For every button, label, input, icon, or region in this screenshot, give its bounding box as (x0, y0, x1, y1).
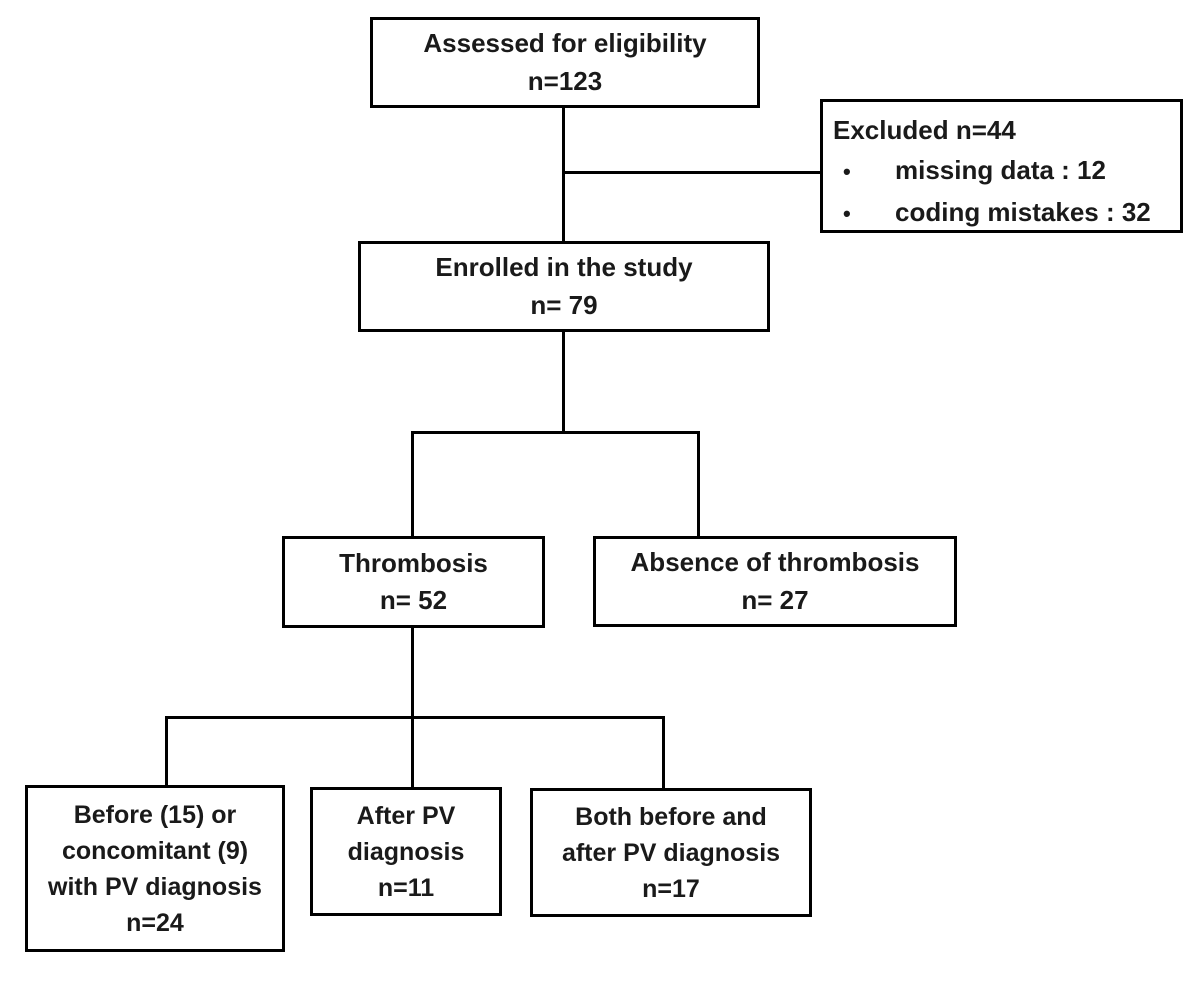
excluded-box: Excluded n=44 • missing data : 12 • codi… (820, 99, 1183, 233)
before-label-line1: Before (15) or (73, 800, 237, 829)
excluded-item-label: missing data : 12 (895, 155, 1106, 185)
connector-assessed-to-enrolled (562, 106, 565, 243)
after-label-line1: After PV (356, 801, 456, 830)
excluded-item-label: coding mistakes : 32 (895, 197, 1151, 227)
both-before-after-box: Both before and after PV diagnosis n=17 (530, 788, 812, 917)
thrombosis-count: n= 52 (379, 585, 448, 615)
excluded-title: Excluded n=44 (833, 115, 1016, 145)
connector-split-to-absence (697, 431, 700, 538)
both-label-line1: Both before and (575, 802, 767, 831)
connector-split-to-before (165, 716, 168, 787)
connector-thrombosis-down (411, 626, 414, 789)
both-label-line2: after PV diagnosis (561, 838, 781, 867)
enrolled-label: Enrolled in the study (435, 252, 693, 283)
assessed-eligibility-box: Assessed for eligibility n=123 (370, 17, 760, 108)
after-pv-diagnosis-box: After PV diagnosis n=11 (310, 787, 502, 916)
connector-branch-to-excluded (563, 171, 821, 174)
after-label-line2: diagnosis (347, 837, 465, 866)
after-count: n=11 (377, 873, 435, 902)
absence-of-thrombosis-box: Absence of thrombosis n= 27 (593, 536, 957, 627)
before-count: n=24 (126, 908, 184, 937)
assessed-label: Assessed for eligibility (423, 28, 707, 59)
bullet-icon: • (843, 201, 851, 226)
connector-split-to-thrombosis (411, 431, 414, 538)
enrolled-count: n= 79 (530, 289, 598, 320)
assessed-count: n=123 (527, 65, 603, 96)
connector-split-bottom-horizontal (165, 716, 665, 719)
bullet-icon: • (843, 159, 851, 184)
connector-enrolled-down (562, 330, 565, 433)
thrombosis-label: Thrombosis (339, 547, 488, 578)
connector-split-to-both (662, 716, 665, 790)
connector-split-thrombosis-horizontal (411, 431, 700, 434)
before-label-line3: with PV diagnosis (48, 872, 262, 901)
both-count: n=17 (642, 874, 700, 903)
excluded-item-coding-mistakes: • coding mistakes : 32 (833, 192, 1151, 234)
absence-count: n= 27 (741, 584, 809, 615)
excluded-item-missing-data: • missing data : 12 (833, 150, 1106, 192)
before-label-line2: concomitant (9) (61, 836, 249, 865)
absence-label: Absence of thrombosis (630, 547, 920, 578)
thrombosis-box: Thrombosis n= 52 (282, 536, 545, 628)
enrolled-box: Enrolled in the study n= 79 (358, 241, 770, 332)
before-or-concomitant-box: Before (15) or concomitant (9) with PV d… (25, 785, 285, 952)
